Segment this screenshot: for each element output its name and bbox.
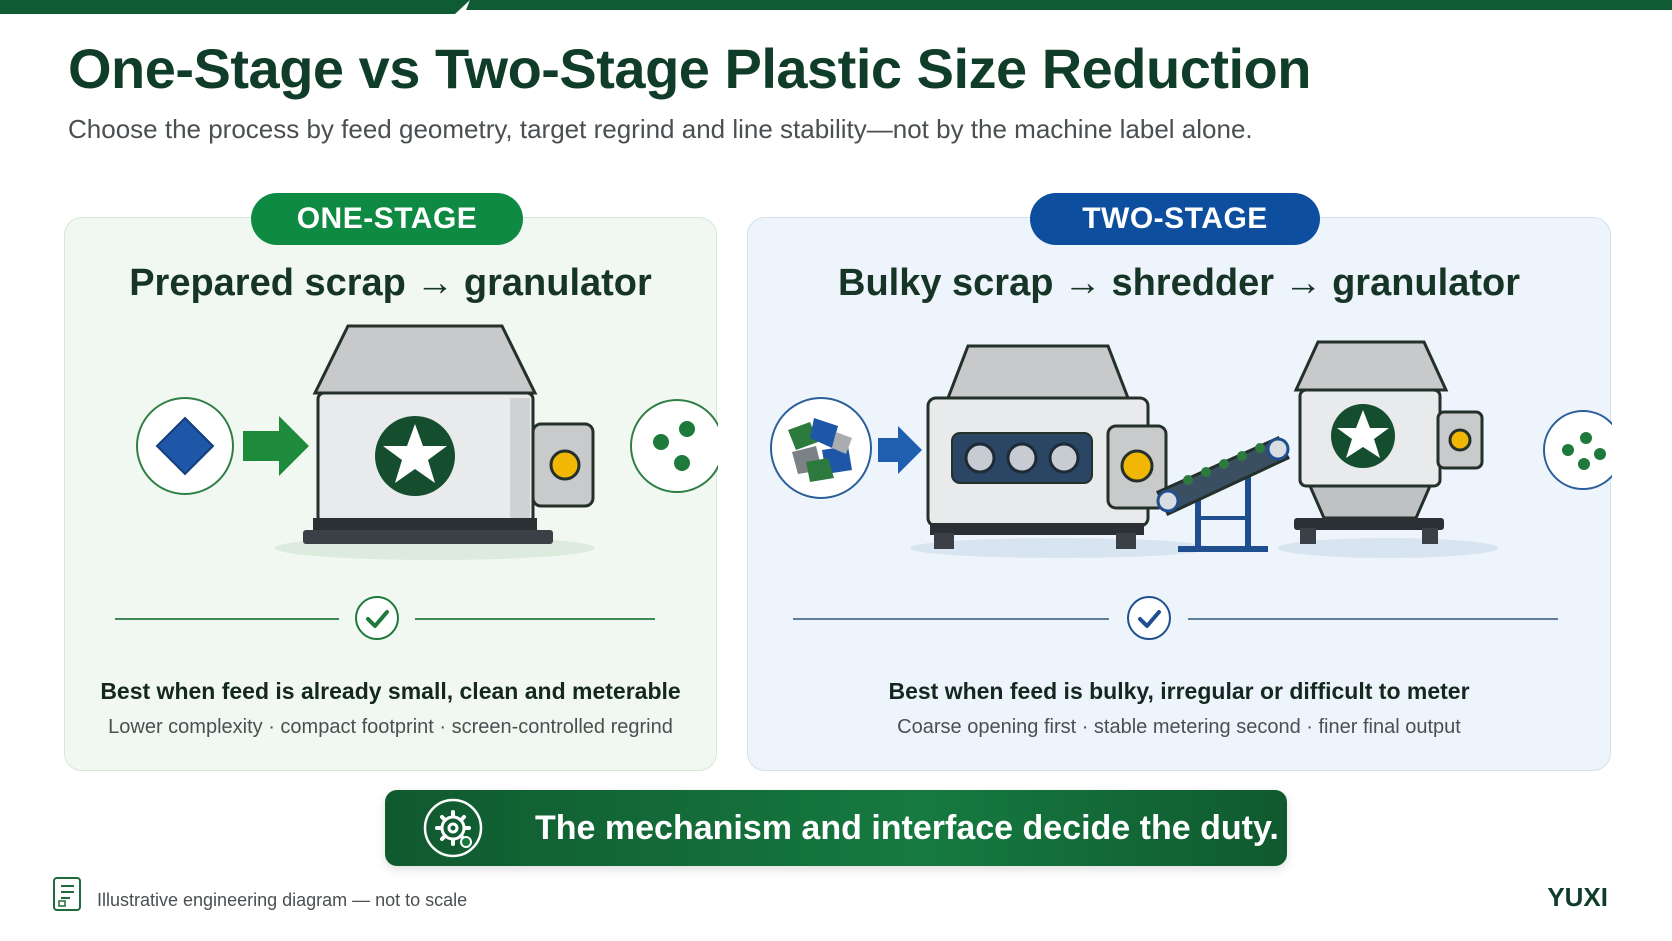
document-icon xyxy=(53,877,81,911)
one-stage-divider-left xyxy=(115,618,339,620)
one-stage-best-when: Best when feed is already small, clean a… xyxy=(100,678,681,704)
brand-logo: YUXI xyxy=(1547,882,1608,912)
regrind-output-icon xyxy=(1543,410,1612,490)
two-stage-badge: TWO-STAGE xyxy=(1030,193,1320,245)
one-stage-divider-right xyxy=(415,618,655,620)
one-stage-check-badge xyxy=(355,596,399,640)
flow-arrow: → xyxy=(415,262,454,304)
footer-note: Illustrative engineering diagram — not t… xyxy=(97,890,468,910)
one-stage-badge: ONE-STAGE xyxy=(251,193,523,245)
two-stage-panel: TWO-STAGE Bulky scrap→shredder→granulato… xyxy=(747,193,1612,771)
page-title: One-Stage vs Two-Stage Plastic Size Redu… xyxy=(68,37,1311,100)
two-stage-best-when: Best when feed is bulky, irregular or di… xyxy=(888,678,1470,704)
flow-step-granulator: granulator xyxy=(1332,262,1520,304)
feed-arrow-icon xyxy=(878,426,922,474)
gear-icon xyxy=(423,798,483,858)
prepared-scrap-icon xyxy=(136,397,234,495)
top-accent-bar xyxy=(0,0,1672,14)
two-stage-flow-heading: Bulky scrap→shredder→granulator xyxy=(748,262,1610,305)
flow-step-bulky-scrap: Bulky scrap xyxy=(838,262,1054,304)
granulator-machine-icon xyxy=(275,324,595,560)
two-stage-details: Coarse opening first · stable metering s… xyxy=(897,716,1461,738)
two-stage-check-badge xyxy=(1127,596,1171,640)
one-stage-details: Lower complexity · compact footprint · s… xyxy=(108,716,673,738)
two-stage-illustration xyxy=(770,340,1612,558)
key-takeaway-banner: The mechanism and interface decide the d… xyxy=(385,790,1287,866)
check-icon xyxy=(366,610,389,628)
flow-step-granulator: granulator xyxy=(463,262,652,304)
flow-arrow: → xyxy=(1284,262,1323,304)
feed-arrow-icon xyxy=(243,416,309,476)
flow-step-prepared-scrap: Prepared scrap xyxy=(129,262,406,304)
two-stage-divider-right xyxy=(1188,618,1558,620)
one-stage-flow-heading: Prepared scrap→granulator xyxy=(65,262,716,305)
check-icon xyxy=(1138,610,1161,628)
flow-arrow: → xyxy=(1063,262,1102,304)
regrind-output-icon xyxy=(630,399,718,493)
two-stage-divider-left xyxy=(793,618,1109,620)
shredder-machine-icon xyxy=(910,344,1210,558)
page-subtitle: Choose the process by feed geometry, tar… xyxy=(68,114,1253,144)
banner-text: The mechanism and interface decide the d… xyxy=(535,809,1279,847)
flow-step-shredder: shredder xyxy=(1111,262,1275,304)
one-stage-illustration xyxy=(136,324,718,560)
one-stage-panel: ONE-STAGE Prepared scrap→granulator xyxy=(64,193,718,771)
granulator-machine-icon xyxy=(1278,340,1498,558)
bulky-scrap-icon xyxy=(770,397,872,499)
conveyor-icon xyxy=(1156,436,1291,552)
